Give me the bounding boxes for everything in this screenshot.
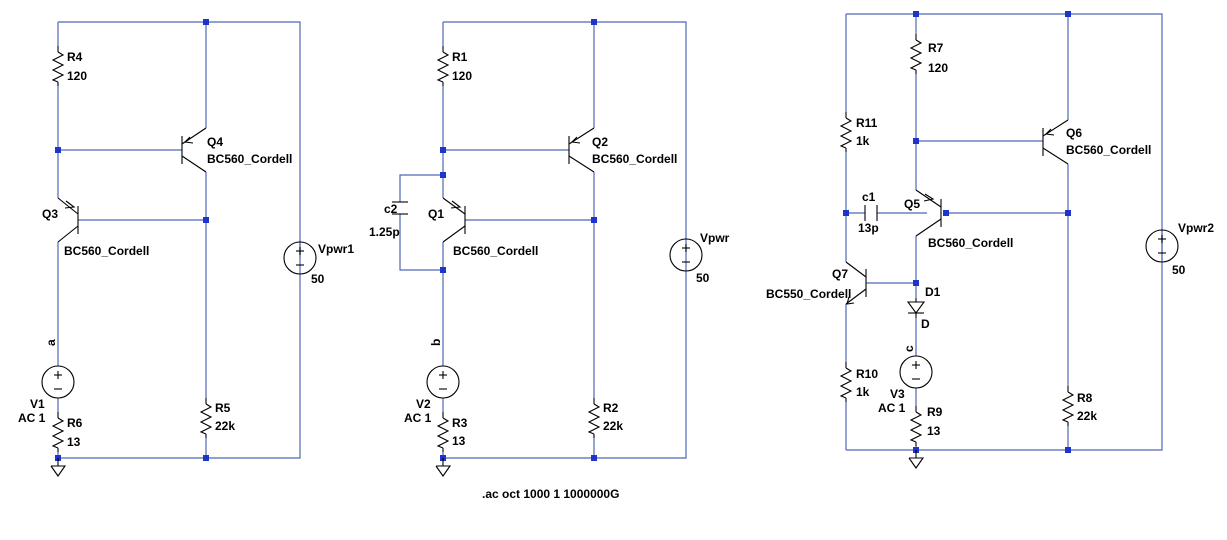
- resistor-r4: [52, 45, 64, 87]
- circuit-2-wires: [399, 21, 687, 459]
- circuit-2: R1 120 Q2 BC560_Cordell c2 1.25p Q1 BC56…: [369, 19, 730, 501]
- resistor-r6: [52, 411, 64, 453]
- vpwr2-name: Vpwr2: [1178, 221, 1214, 235]
- circuit-3-wires: [845, 13, 1163, 451]
- r1-name: R1: [452, 50, 468, 64]
- q2-model: BC560_Cordell: [592, 152, 677, 166]
- q7-name: Q7: [832, 267, 848, 281]
- q4-model: BC560_Cordell: [207, 152, 292, 166]
- v3-name: V3: [890, 387, 905, 401]
- r7-value: 120: [928, 61, 948, 75]
- r10-name: R10: [856, 367, 878, 381]
- c2-value: 1.25p: [369, 225, 400, 239]
- c1-name: c1: [862, 190, 876, 204]
- transistor-q6: [1042, 119, 1069, 165]
- q3-model: BC560_Cordell: [64, 244, 149, 258]
- r8-value: 22k: [1077, 409, 1097, 423]
- transistor-q4: [181, 127, 207, 173]
- transistor-q3: [57, 197, 79, 243]
- transistor-q7: [845, 261, 867, 305]
- q7-model: BC550_Cordell: [766, 287, 851, 301]
- q5-name: Q5: [904, 197, 920, 211]
- ground-1: [50, 457, 66, 477]
- d1-name: D1: [925, 285, 941, 299]
- r7-name: R7: [928, 41, 944, 55]
- v3-value: AC 1: [878, 401, 906, 415]
- source-v3: [899, 355, 933, 389]
- circuit-1: R4 120 Q4 BC560_Cordell Q3 BC560_Cordell…: [18, 19, 354, 477]
- v2-value: AC 1: [404, 411, 432, 425]
- resistor-r2: [588, 397, 600, 439]
- r3-value: 13: [452, 434, 466, 448]
- source-v1: [41, 365, 75, 399]
- r4-name: R4: [67, 50, 83, 64]
- resistor-r8: [1062, 385, 1074, 427]
- r2-value: 22k: [603, 419, 623, 433]
- capacitor-c2: [392, 201, 408, 215]
- r3-name: R3: [452, 416, 468, 430]
- net-label-b: b: [429, 339, 443, 346]
- net-label-a: a: [44, 339, 58, 346]
- r11-name: R11: [856, 116, 878, 130]
- ground-3: [908, 449, 924, 469]
- q3-name: Q3: [42, 207, 58, 221]
- r11-value: 1k: [856, 134, 870, 148]
- q6-name: Q6: [1066, 126, 1082, 140]
- resistor-r7: [910, 33, 922, 75]
- r2-name: R2: [603, 401, 619, 415]
- resistor-r1: [437, 45, 449, 87]
- ground-2: [435, 457, 451, 477]
- net-label-c: c: [902, 345, 916, 352]
- diode-d1: [906, 298, 926, 318]
- r4-value: 120: [67, 69, 87, 83]
- resistor-r3: [437, 411, 449, 453]
- capacitor-c1: [864, 205, 878, 221]
- vpwr-value: 50: [696, 271, 710, 285]
- q5-model: BC560_Cordell: [928, 236, 1013, 250]
- r8-name: R8: [1077, 391, 1093, 405]
- circuit-1-junctions: [55, 19, 209, 461]
- transistor-q2: [568, 127, 595, 173]
- q1-model: BC560_Cordell: [453, 244, 538, 258]
- r5-value: 22k: [215, 419, 235, 433]
- r9-value: 13: [927, 424, 941, 438]
- circuit-2-junctions: [440, 19, 597, 461]
- source-v2: [426, 365, 460, 399]
- c2-name: c2: [384, 202, 398, 216]
- q1-name: Q1: [428, 207, 444, 221]
- resistor-r5: [200, 397, 212, 439]
- r9-name: R9: [927, 405, 943, 419]
- q6-model: BC560_Cordell: [1066, 143, 1151, 157]
- v1-name: V1: [30, 397, 45, 411]
- r5-name: R5: [215, 401, 231, 415]
- d1-value: D: [921, 317, 930, 331]
- resistor-r9: [910, 405, 922, 447]
- v2-name: V2: [416, 397, 431, 411]
- transistor-q1: [442, 197, 466, 243]
- vpwr2-value: 50: [1172, 263, 1186, 277]
- r6-name: R6: [67, 416, 83, 430]
- q4-name: Q4: [207, 135, 223, 149]
- circuit-1-wires: [57, 21, 301, 459]
- transistor-q5: [915, 189, 942, 237]
- resistor-r11: [840, 111, 852, 153]
- q2-name: Q2: [592, 135, 608, 149]
- vpwr-name: Vpwr: [700, 231, 730, 245]
- c1-value: 13p: [858, 221, 879, 235]
- r6-value: 13: [67, 435, 81, 449]
- vpwr1-value: 50: [311, 272, 325, 286]
- r10-value: 1k: [856, 385, 870, 399]
- v1-value: AC 1: [18, 411, 46, 425]
- r1-value: 120: [452, 69, 472, 83]
- vpwr1-name: Vpwr1: [318, 242, 354, 256]
- resistor-r10: [840, 361, 852, 403]
- circuit-3: R7 120 R11 1k Q6 BC560_Cordell c1 13p Q5…: [766, 11, 1214, 469]
- spice-directive: .ac oct 1000 1 1000000G: [482, 487, 619, 501]
